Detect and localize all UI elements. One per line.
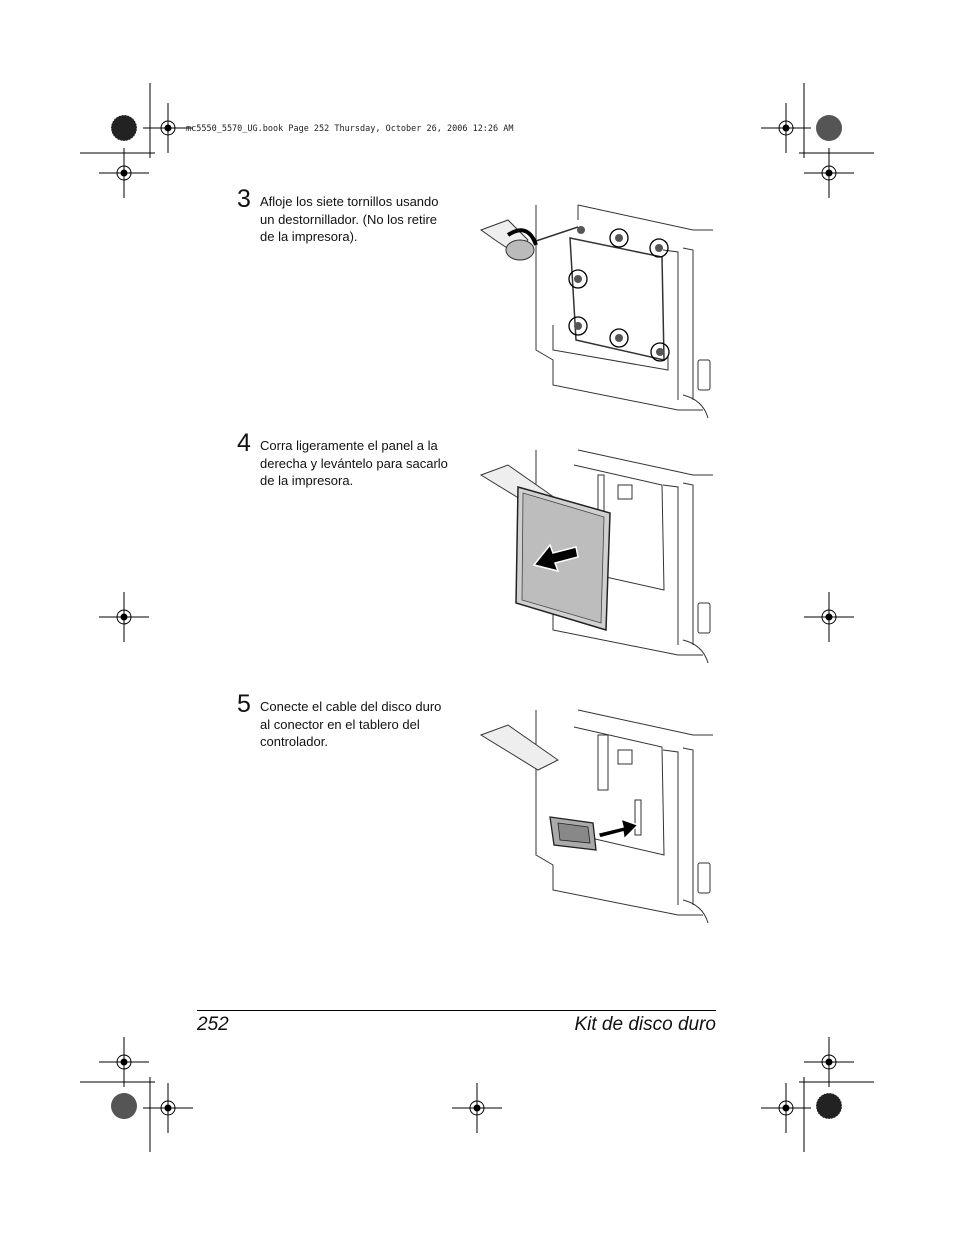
step-line: un destornillador. (No los retire xyxy=(260,211,438,227)
color-target-top-left xyxy=(110,114,138,142)
step-line: Afloje los siete tornillos usando xyxy=(260,194,439,209)
step-number: 4 xyxy=(237,429,251,457)
step-instruction: Conecte el cable del disco duro al conec… xyxy=(260,698,465,751)
file-header: mc5550_5570_UG.book Page 252 Thursday, O… xyxy=(186,124,514,134)
color-target-top-right xyxy=(816,115,842,141)
color-target-bottom-left xyxy=(111,1093,137,1119)
step-line: al conector en el tablero del xyxy=(260,716,420,732)
section-title: Kit de disco duro xyxy=(574,1014,716,1035)
page-number: 252 xyxy=(197,1014,229,1035)
illustration-remove-panel xyxy=(479,449,713,664)
step-line: Conecte el cable del disco duro xyxy=(260,699,442,714)
step-number: 5 xyxy=(237,690,251,718)
footer-rule xyxy=(197,1010,716,1011)
step-number: 3 xyxy=(237,185,251,213)
step-instruction: Corra ligeramente el panel a la derecha … xyxy=(260,437,465,490)
step-line: de la impresora). xyxy=(260,229,358,244)
step-line: Corra ligeramente el panel a la xyxy=(260,438,438,453)
step-instruction: Afloje los siete tornillos usando un des… xyxy=(260,193,465,246)
step-line: derecha y levántelo para sacarlo xyxy=(260,455,448,471)
step-line: controlador. xyxy=(260,734,328,749)
color-target-bottom-right xyxy=(815,1092,843,1120)
illustration-connect-disk xyxy=(479,709,713,924)
illustration-loosen-screws xyxy=(479,204,713,419)
step-line: de la impresora. xyxy=(260,473,354,488)
